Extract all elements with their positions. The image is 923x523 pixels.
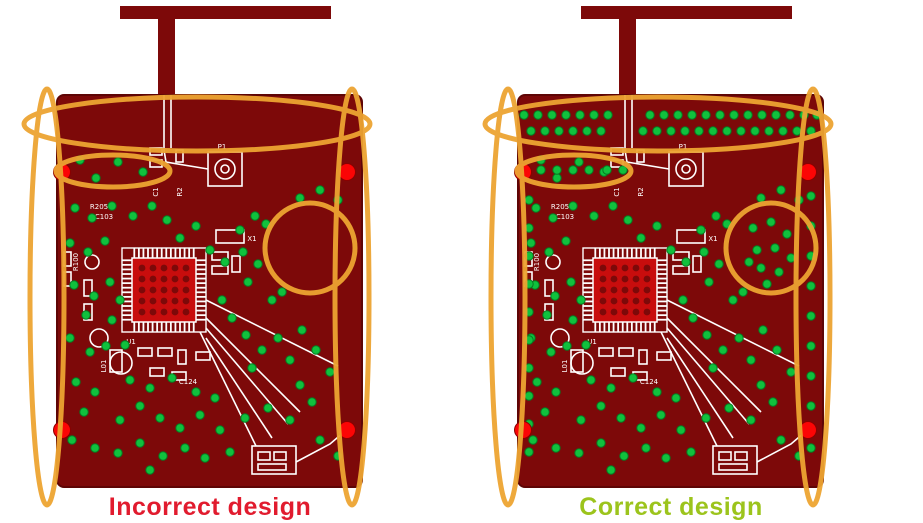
svg-text:C103: C103 — [95, 213, 113, 221]
svg-text:C124: C124 — [179, 378, 198, 386]
svg-text:C1: C1 — [613, 187, 621, 196]
svg-text:C124: C124 — [640, 378, 659, 386]
svg-text:C103: C103 — [556, 213, 574, 221]
mcu-outline — [121, 247, 207, 333]
svg-text:P1: P1 — [679, 143, 688, 151]
svg-text:R2: R2 — [637, 187, 645, 196]
vias-layer — [65, 155, 343, 475]
svg-text:C1: C1 — [152, 187, 160, 196]
caption-incorrect: Incorrect design — [108, 493, 312, 521]
svg-text:U1: U1 — [587, 338, 597, 346]
svg-text:R100: R100 — [72, 253, 80, 271]
svg-text:R100: R100 — [533, 253, 541, 271]
svg-text:L01: L01 — [561, 360, 569, 373]
annotation-layer — [21, 86, 373, 508]
vias-layer — [519, 110, 822, 475]
svg-text:X1: X1 — [708, 235, 717, 243]
mcu-pins — [583, 248, 667, 332]
svg-text:R205: R205 — [551, 203, 569, 211]
caption-correct: Correct design — [579, 493, 763, 521]
antenna-trace — [581, 6, 792, 19]
antenna-trace — [120, 6, 331, 19]
annotation-layer — [482, 86, 834, 508]
svg-text:L01: L01 — [100, 360, 108, 373]
silkscreen-layer — [524, 95, 806, 475]
svg-text:X1: X1 — [247, 235, 256, 243]
mcu-thermal-vias — [138, 264, 190, 316]
antenna-feed — [619, 6, 636, 98]
svg-text:R205: R205 — [90, 203, 108, 211]
mcu-pins — [122, 248, 206, 332]
mcu-thermal-vias — [599, 264, 651, 316]
svg-text:P1: P1 — [218, 143, 227, 151]
svg-text:R2: R2 — [176, 187, 184, 196]
svg-text:U1: U1 — [126, 338, 136, 346]
mcu-outline — [582, 247, 668, 333]
antenna-feed — [158, 6, 175, 98]
